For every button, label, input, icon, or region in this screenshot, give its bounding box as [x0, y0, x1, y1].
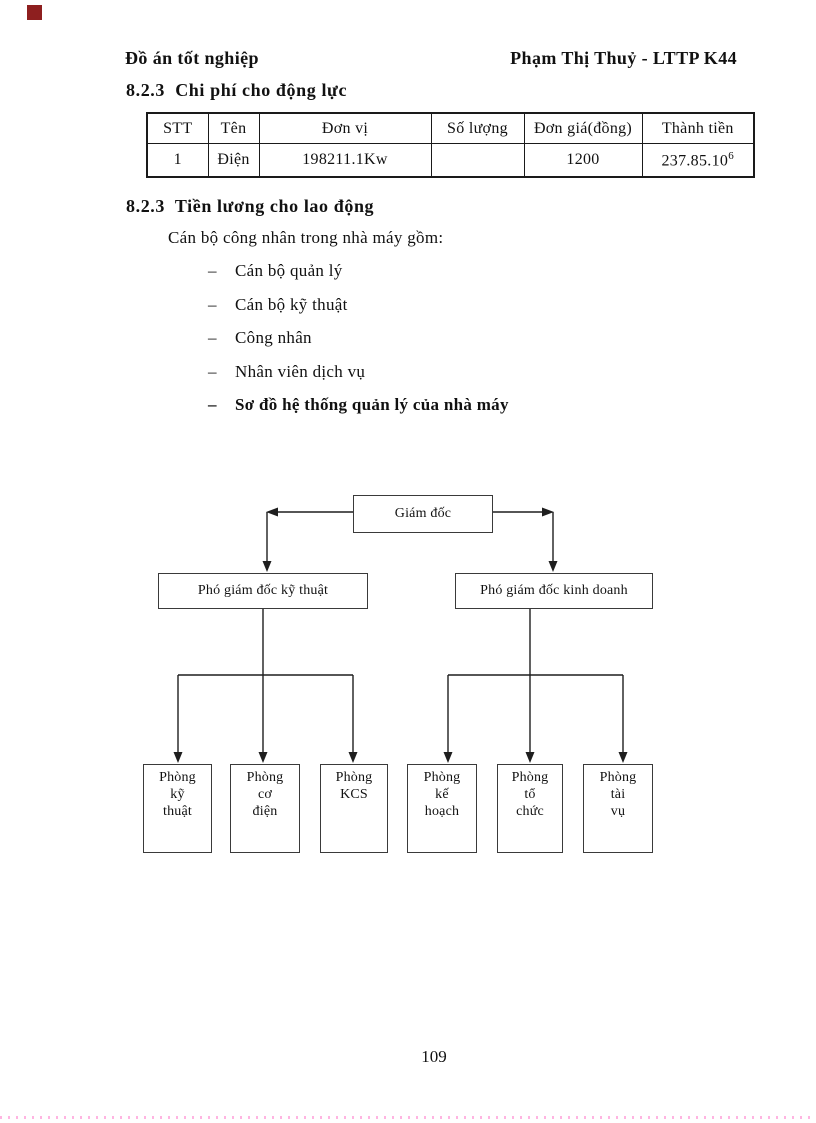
cost-table-row: 1 Điện 198211.1Kw 1200 237.85.106 — [146, 143, 755, 178]
list-item: – Sơ đồ hệ thống quản lý của nhà máy — [208, 395, 509, 415]
list-item: – Nhân viên dịch vụ — [208, 362, 365, 382]
cell-don-gia: 1200 — [523, 143, 643, 178]
org-box-dept-kcs: Phòng KCS — [320, 764, 388, 853]
col-header-so-luong: Số lượng — [430, 112, 525, 144]
org-box-dept-mechanical-electrical: Phòng cơ điện — [230, 764, 300, 853]
red-corner-marker — [27, 5, 42, 20]
cell-so-luong — [430, 143, 525, 178]
page-number: 109 — [421, 1047, 447, 1066]
col-header-thanh-tien: Thành tiền — [641, 112, 755, 144]
bottom-dotted-line — [0, 1116, 816, 1119]
list-item-label: Công nhân — [235, 328, 312, 347]
org-chart: Giám đốc Phó giám đốc kỹ thuật Phó giám … — [0, 490, 816, 862]
list-dash: – — [208, 328, 217, 347]
col-header-don-vi: Đơn vị — [258, 112, 432, 144]
salary-intro-text: Cán bộ công nhân trong nhà máy gồm: — [168, 228, 444, 247]
list-item-label: Nhân viên dịch vụ — [235, 362, 366, 381]
org-box-deputy-technical: Phó giám đốc kỹ thuật — [158, 573, 368, 609]
list-item: – Cán bộ quản lý — [208, 261, 343, 281]
list-item-label: Cán bộ quản lý — [235, 261, 343, 280]
list-item: – Công nhân — [208, 328, 312, 348]
list-item-label: Cán bộ kỹ thuật — [235, 295, 348, 314]
org-box-director: Giám đốc — [353, 495, 493, 533]
list-dash: – — [208, 395, 217, 414]
list-dash: – — [208, 362, 217, 381]
org-box-deputy-business: Phó giám đốc kinh doanh — [455, 573, 653, 609]
org-box-dept-finance: Phòng tài vụ — [583, 764, 653, 853]
org-box-dept-technical: Phòng kỹ thuật — [143, 764, 212, 853]
org-box-dept-planning: Phòng kế hoạch — [407, 764, 477, 853]
col-header-ten: Tên — [207, 112, 260, 144]
list-dash: – — [208, 261, 217, 280]
org-box-dept-organization: Phòng tổ chức — [497, 764, 563, 853]
list-item: – Cán bộ kỹ thuật — [208, 295, 348, 315]
cell-ten: Điện — [207, 143, 260, 178]
section-heading-salary: 8.2.3 Tiền lương cho lao động — [126, 196, 375, 216]
list-item-label: Sơ đồ hệ thống quản lý của nhà máy — [235, 395, 509, 414]
header-left: Đồ án tốt nghiệp — [125, 48, 259, 68]
section-heading-cost: 8.2.3 Chi phí cho động lực — [126, 80, 348, 100]
cell-thanh-tien: 237.85.106 — [641, 143, 755, 178]
cost-table-header-row: STT Tên Đơn vị Số lượng Đơn giá(đồng) Th… — [146, 112, 755, 144]
cell-don-vi: 198211.1Kw — [258, 143, 432, 178]
thanh-tien-exponent: 6 — [728, 149, 734, 162]
cell-stt: 1 — [146, 143, 209, 178]
list-dash: – — [208, 295, 217, 314]
thanh-tien-base: 237.85.10 — [661, 152, 729, 170]
col-header-stt: STT — [146, 112, 209, 144]
header-right: Phạm Thị Thuỷ - LTTP K44 — [510, 48, 737, 68]
cost-table: STT Tên Đơn vị Số lượng Đơn giá(đồng) Th… — [146, 112, 755, 178]
col-header-don-gia: Đơn giá(đồng) — [523, 112, 643, 144]
org-chart-connectors — [173, 507, 628, 763]
